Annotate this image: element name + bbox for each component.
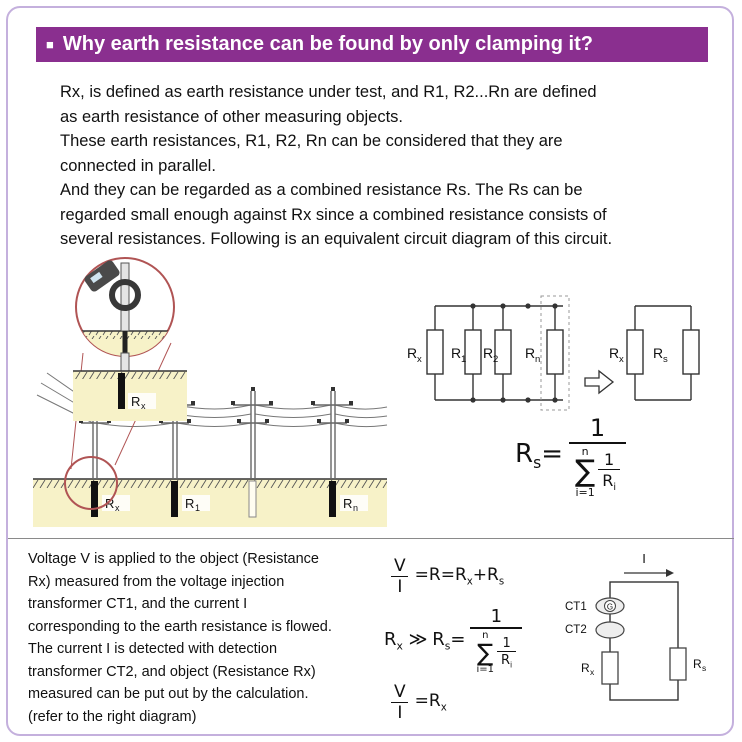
page-border [6, 6, 734, 736]
electrode-rn [329, 481, 336, 517]
resistor-r2 [494, 329, 512, 375]
formula-v-over-i-total: V I =R=Rx+Rs [388, 556, 504, 597]
label-eq-rx: R [609, 345, 619, 361]
parallel-circuit [434, 305, 563, 401]
label-r1: R [451, 345, 461, 361]
resistor-rx [426, 329, 444, 375]
resistor-rs [669, 647, 687, 681]
equivalent-circuit [634, 305, 692, 401]
svg-text:x: x [590, 667, 595, 677]
formula-numerator: 1 [589, 414, 606, 442]
circuit-loop [609, 581, 679, 701]
resistor-eq-rs [682, 329, 700, 375]
svg-text:x: x [115, 503, 120, 513]
label-r1: R [185, 496, 194, 511]
earth-electrodes [91, 480, 336, 518]
magnifier-view [75, 257, 175, 357]
svg-text:x: x [141, 401, 146, 411]
ct1-label: CT1 [565, 601, 587, 613]
utility-pole [311, 387, 353, 479]
resistor-r1 [464, 329, 482, 375]
page-title: Why earth resistance can be found by onl… [62, 33, 593, 55]
label-rx: R [105, 496, 114, 511]
page-header: ■ Why earth resistance can be found by o… [36, 27, 708, 62]
label-rx: R [581, 661, 590, 675]
svg-text:x: x [619, 354, 624, 365]
electrode-rx [91, 481, 98, 517]
formula-lhs: Rs= [515, 439, 563, 473]
svg-text:1: 1 [195, 503, 200, 513]
summation-symbol: n ∑ i=1 [476, 630, 494, 675]
svg-text:n: n [535, 354, 540, 365]
highlight-circle [64, 456, 118, 510]
ct1-transformer: G [595, 597, 625, 615]
explanation-paragraph: Voltage V is applied to the object (Resi… [28, 551, 332, 725]
clamp-meter-icon [84, 260, 141, 311]
electrode-labels: R x R 1 R n [102, 495, 368, 513]
label-rs: R [693, 657, 702, 671]
parallel-circuit-diagram: R x R 1 R 2 R n R x R s [407, 295, 700, 411]
label-r2: R [483, 345, 493, 361]
utility-pole [231, 387, 273, 479]
electrode-r1 [171, 481, 178, 517]
svg-text:s: s [702, 663, 706, 673]
resistor-rx [601, 651, 619, 685]
square-bullet-icon: ■ [46, 37, 54, 52]
label-rx-magnified: R [131, 394, 140, 409]
label-eq-rs: R [653, 345, 663, 361]
equivalence-arrow-icon [584, 369, 615, 395]
clamp-measurement-circuit: I CT1 CT2 G R x R s [565, 551, 706, 701]
label-rx: R [407, 345, 417, 361]
svg-text:2: 2 [493, 354, 498, 365]
svg-text:n: n [353, 503, 358, 513]
label-rn: R [525, 345, 535, 361]
current-arrowhead-icon [666, 569, 674, 577]
formula-v-over-i-rx: V I =Rx [388, 682, 447, 723]
ct2-label: CT2 [565, 624, 587, 636]
ct2-transformer [595, 621, 625, 639]
svg-text:1: 1 [461, 354, 466, 365]
electrode-unlabeled [248, 480, 257, 518]
section-divider [8, 538, 734, 539]
continuation-dashed-box [540, 295, 570, 411]
resistor-rn [546, 329, 564, 375]
intro-paragraph: Rx, is defined as earth resistance under… [60, 83, 613, 248]
svg-text:s: s [663, 354, 668, 365]
junction-dots [470, 303, 558, 403]
combined-resistance-formula: Rs= 1 n ∑ i=1 1 Ri [515, 414, 627, 499]
current-label: I [642, 551, 646, 566]
magnified-electrode: R x [73, 352, 187, 421]
summation-symbol: n ∑ i=1 [575, 445, 596, 499]
formula-rx-much-greater-rs: Rx ≫ Rs= 1 n ∑ i=1 1 Ri [384, 606, 523, 675]
label-rn: R [343, 496, 352, 511]
power-lines [36, 372, 388, 428]
resistor-eq-rx [626, 329, 644, 375]
earth-poles-illustration: R x R 1 R n [33, 257, 388, 527]
earth-rod [120, 262, 130, 332]
generator-label: G [607, 603, 613, 612]
svg-text:x: x [417, 354, 422, 365]
